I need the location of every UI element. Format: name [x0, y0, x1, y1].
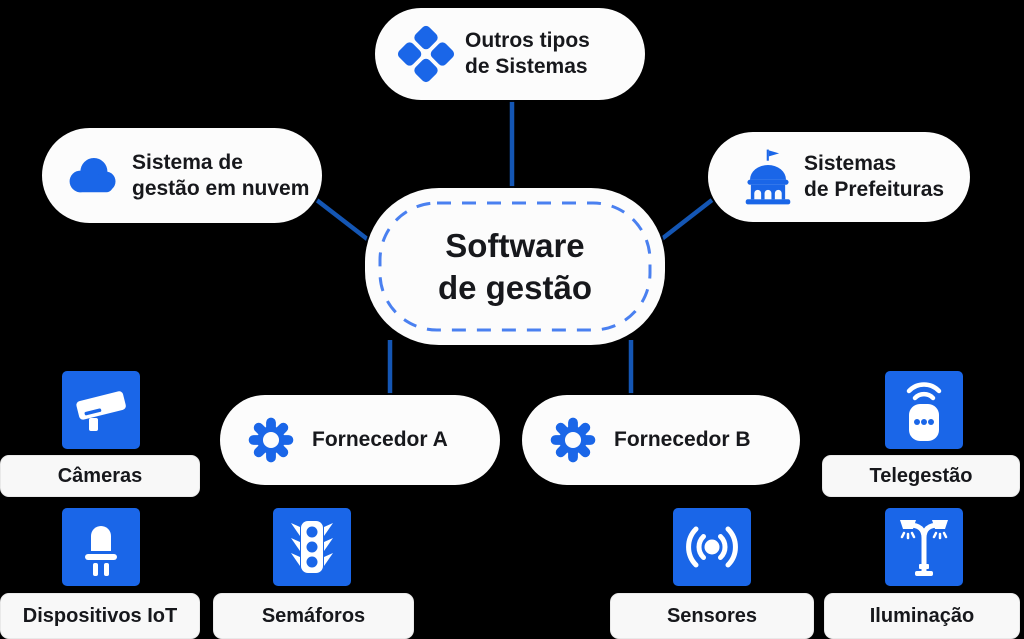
label-sensores: Sensores [610, 593, 814, 639]
label-telegestao: Telegestão [822, 455, 1020, 497]
label-semaforos: Semáforos [213, 593, 414, 639]
node-fornecedor-b: Fornecedor B [522, 395, 800, 485]
led-icon [62, 508, 140, 586]
remote-device-icon [885, 371, 963, 449]
cctv-camera-icon [62, 371, 140, 449]
node-label: Fornecedor A [312, 428, 448, 451]
gear-icon [548, 415, 598, 465]
node-sistema-nuvem: Sistema de gestão em nuvem [42, 128, 322, 223]
diamonds-icon [397, 25, 455, 83]
node-fornecedor-a: Fornecedor A [220, 395, 500, 485]
node-sistemas-prefeituras: Sistemas de Prefeituras [708, 132, 970, 222]
node-outros-sistemas: Outros tipos de Sistemas [375, 8, 645, 100]
gear-icon [246, 415, 296, 465]
label-cameras: Câmeras [0, 455, 200, 497]
node-label: Sistemas de Prefeituras [804, 152, 945, 201]
label-dispositivos-iot: Dispositivos IoT [0, 593, 200, 639]
signal-waves-icon [673, 508, 751, 586]
node-label: Sistema de gestão em nuvem [132, 150, 310, 200]
street-lamp-icon [885, 508, 963, 586]
label-iluminacao: Iluminação [824, 593, 1020, 639]
city-hall-icon [744, 148, 792, 206]
central-title: Software de gestão [437, 226, 593, 306]
traffic-light-icon [273, 508, 351, 586]
node-label: Fornecedor B [614, 428, 751, 451]
node-label: Outros tipos de Sistemas [465, 29, 590, 78]
cloud-icon [66, 154, 120, 198]
node-software-gestao: Software de gestão [365, 188, 665, 345]
